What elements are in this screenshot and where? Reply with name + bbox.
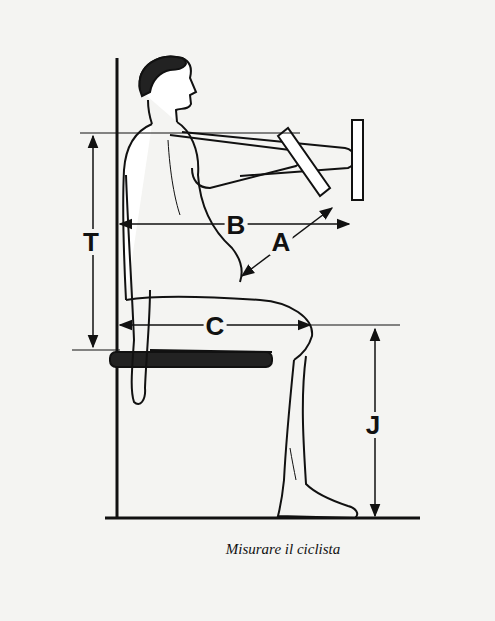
dimension-letter: T — [81, 229, 101, 255]
dimension-letter: B — [225, 212, 248, 238]
dimension-letter: C — [204, 313, 227, 339]
figure-caption: Misurare il ciclista — [226, 541, 340, 558]
dimension-letter: A — [270, 229, 293, 255]
dimension-letter: J — [364, 412, 382, 438]
